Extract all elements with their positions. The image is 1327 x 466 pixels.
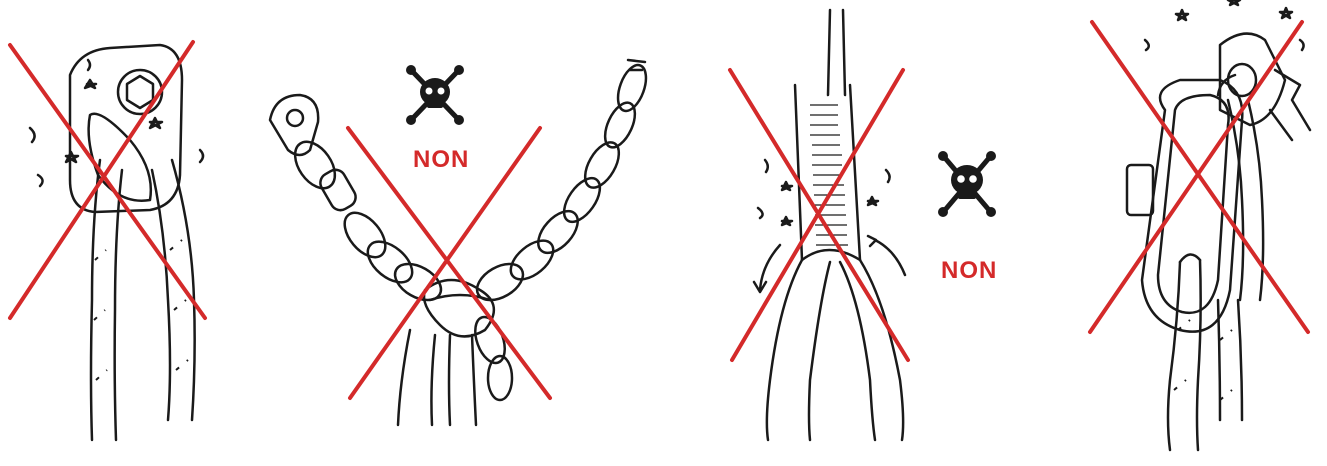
carabiner-hanger-illustration	[1070, 0, 1327, 466]
rope-through-hanger-illustration	[0, 0, 230, 466]
panel-rope-friction: NON	[710, 0, 1040, 466]
panel-rope-through-hanger	[0, 0, 230, 466]
rope-friction-illustration	[710, 0, 1040, 466]
skull-crossbones-icon	[937, 148, 997, 220]
warning-label: NON	[413, 146, 469, 174]
panel-chain-knot: NON	[250, 0, 680, 466]
panel-carabiner-hanger	[1070, 0, 1327, 466]
warning-label: NON	[941, 257, 997, 285]
chain-knot-illustration	[250, 0, 680, 466]
skull-crossbones-icon	[405, 64, 465, 126]
